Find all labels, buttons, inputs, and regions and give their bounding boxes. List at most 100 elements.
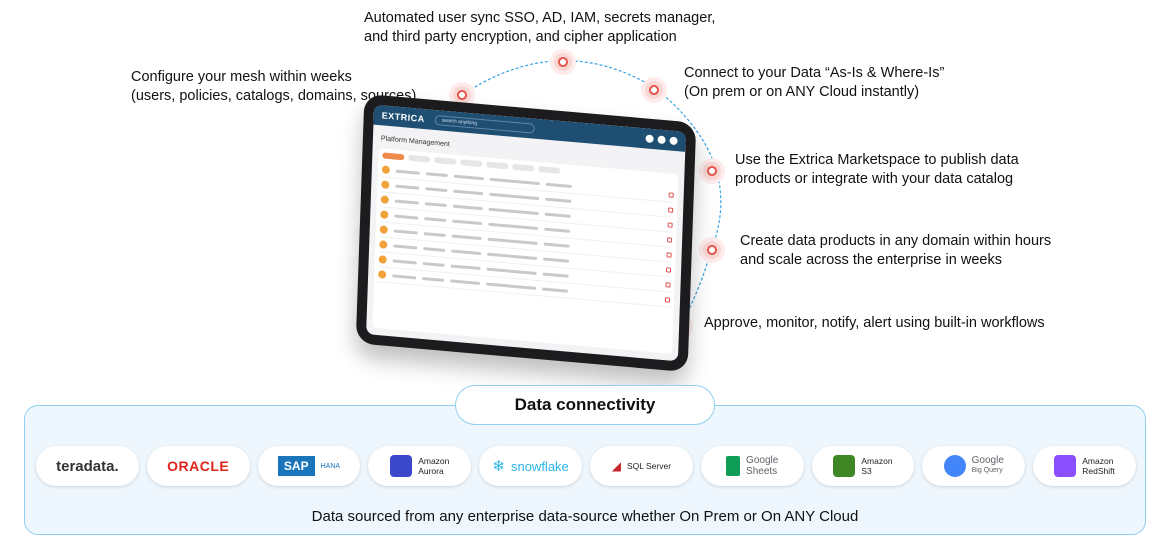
cell-placeholder — [544, 227, 571, 233]
aurora-icon — [390, 455, 413, 477]
cell-placeholder — [424, 201, 447, 207]
app-tab[interactable] — [382, 152, 405, 161]
app-header-icons — [645, 134, 678, 146]
cell-placeholder — [450, 278, 481, 285]
avatar — [380, 195, 389, 204]
app-tab[interactable] — [460, 159, 483, 168]
callout-line: Create data products in any domain withi… — [740, 233, 1052, 249]
logo-label: S3 — [861, 466, 872, 476]
callout-line: and scale across the enterprise in weeks — [740, 252, 1002, 268]
cell-placeholder — [425, 186, 448, 192]
cell-placeholder — [424, 216, 447, 222]
cell-placeholder — [423, 231, 446, 237]
avatar — [379, 240, 388, 249]
cell-placeholder — [487, 237, 538, 245]
delete-icon[interactable] — [667, 236, 673, 243]
cell-placeholder — [392, 273, 417, 279]
cell-placeholder — [489, 192, 540, 200]
callout-line: Use the Extrica Marketspace to publish d… — [735, 152, 1019, 168]
logo-oracle: ORACLE — [146, 446, 250, 486]
logo-sql-server: ◢ SQL Server — [589, 446, 693, 486]
callout-marketspace: Use the Extrica Marketspace to publish d… — [735, 151, 1019, 189]
callout-line: Approve, monitor, notify, alert using bu… — [704, 315, 1045, 331]
delete-icon[interactable] — [666, 251, 672, 258]
logo-label: Google — [971, 455, 1004, 466]
delete-icon[interactable] — [668, 206, 674, 213]
delete-icon[interactable] — [665, 266, 672, 273]
marker-dot — [550, 49, 576, 75]
cell-placeholder — [450, 263, 481, 270]
logo-snowflake: ❄ snowflake — [479, 446, 582, 486]
delete-icon[interactable] — [668, 191, 674, 198]
delete-icon[interactable] — [664, 296, 671, 303]
cell-placeholder — [451, 248, 482, 255]
logo-label: Amazon — [861, 456, 893, 466]
logo-label: HANA — [320, 462, 341, 470]
data-connectivity-footer: Data sourced from any enterprise data-so… — [311, 508, 859, 525]
logo-amazon-redshift: Amazon RedShift — [1033, 446, 1136, 486]
avatar — [378, 270, 387, 279]
cell-placeholder — [422, 261, 445, 267]
cell-placeholder — [543, 257, 570, 263]
delete-icon[interactable] — [665, 281, 671, 288]
logo-label: SAP — [277, 456, 315, 476]
app-logo: EXTRICA — [381, 110, 425, 125]
logo-label: Google — [746, 455, 779, 466]
delete-icon[interactable] — [667, 221, 673, 228]
logo-amazon-aurora: Amazon Aurora — [368, 446, 472, 486]
app-tab[interactable] — [512, 163, 535, 172]
cell-placeholder — [453, 174, 484, 180]
cell-placeholder — [543, 242, 570, 248]
avatar — [380, 210, 389, 219]
callout-line: Configure your mesh within weeks — [131, 69, 352, 85]
logo-teradata: teradata. — [36, 446, 139, 486]
avatar[interactable] — [669, 136, 678, 146]
cell-placeholder — [395, 184, 420, 190]
cell-placeholder — [542, 286, 569, 293]
logo-label: RedShift — [1082, 466, 1115, 476]
avatar — [381, 165, 391, 175]
logo-label: Sheets — [746, 466, 778, 477]
callout-line: (On prem or on ANY Cloud instantly) — [684, 84, 920, 100]
redshift-icon — [1054, 455, 1077, 477]
cell-placeholder — [451, 234, 482, 240]
app-tab[interactable] — [486, 161, 509, 170]
marker-dot — [641, 77, 667, 103]
cell-placeholder — [545, 182, 572, 188]
cell-placeholder — [542, 271, 569, 278]
sheets-icon — [726, 456, 741, 476]
marker-dot — [699, 158, 725, 184]
logo-label: Amazon — [418, 456, 450, 466]
cell-placeholder — [453, 189, 484, 195]
logo-amazon-s3: Amazon S3 — [811, 446, 915, 486]
logo-label: Big Query — [971, 467, 1003, 474]
logo-label: SQL Server — [626, 461, 672, 471]
marker-dot — [699, 237, 725, 263]
callout-line: Connect to your Data “As-Is & Where-Is” — [684, 65, 945, 81]
app-tab[interactable] — [408, 154, 431, 163]
avatar — [379, 225, 388, 234]
callout-user-sync: Automated user sync SSO, AD, IAM, secret… — [364, 9, 715, 47]
help-icon[interactable] — [657, 135, 666, 145]
logo-label: Amazon — [1082, 456, 1114, 466]
cell-placeholder — [394, 199, 419, 205]
callout-line: (users, policies, catalogs, domains, sou… — [131, 88, 417, 104]
logo-label: snowflake — [510, 458, 569, 474]
cell-placeholder — [486, 267, 537, 275]
app-user-table — [377, 162, 674, 308]
avatar — [378, 255, 387, 264]
app-panel — [372, 148, 679, 354]
logo-label: Aurora — [418, 466, 444, 476]
cell-placeholder — [489, 177, 540, 185]
logo-google-sheets: Google Sheets — [700, 446, 804, 486]
bell-icon[interactable] — [645, 134, 654, 144]
cell-placeholder — [423, 246, 446, 252]
app-tab[interactable] — [434, 156, 457, 165]
app-tab[interactable] — [538, 166, 561, 174]
callout-line: products or integrate with your data cat… — [735, 171, 1014, 187]
cell-placeholder — [395, 169, 420, 175]
data-connectivity-title: Data connectivity — [455, 385, 715, 425]
cell-placeholder — [425, 171, 448, 177]
cell-placeholder — [487, 252, 538, 260]
cell-placeholder — [452, 219, 483, 225]
